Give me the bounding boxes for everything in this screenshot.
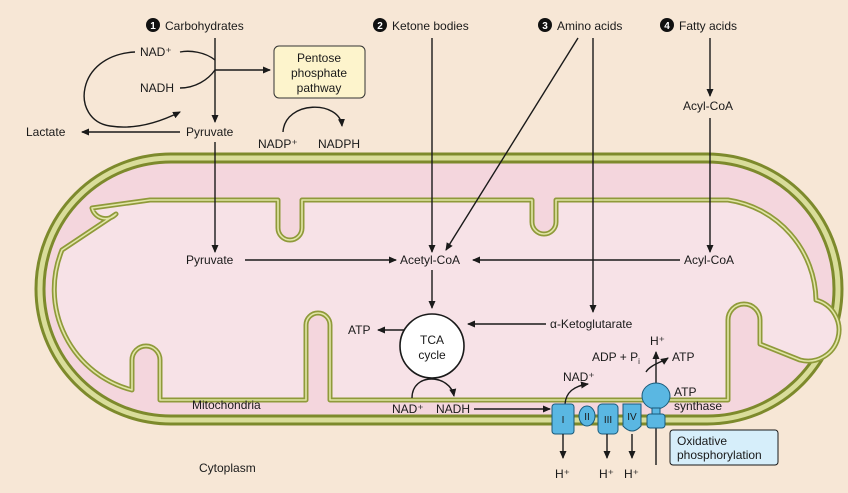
arrow-adp-to-atp (645, 357, 669, 373)
lactate-cycle-arc (83, 51, 181, 128)
arrow-amino-to-acetylcoa (445, 37, 579, 251)
pentose-line-1: Pentose (297, 51, 341, 65)
acetylcoa-label: Acetyl-CoA (400, 253, 460, 267)
cycle-label: cycle (418, 348, 446, 362)
synthase-h-plus-label: H⁺ (650, 334, 665, 348)
oxidative-phosphorylation-box (669, 429, 779, 466)
atp-synthase-line-2: synthase (674, 399, 722, 413)
intermembrane-space (37, 155, 841, 423)
mito-acylcoa-label: Acyl-CoA (684, 253, 734, 267)
tca-circle (399, 313, 465, 379)
nad-plus-label: NAD⁺ (140, 45, 172, 59)
number-2: 2 (377, 21, 383, 32)
complex-i: I (551, 403, 575, 435)
amino-acids-label: Amino acids (557, 19, 622, 33)
atp-synthase-line-1: ATP (674, 385, 696, 399)
carbohydrates-label: Carbohydrates (165, 19, 244, 33)
cytoplasm-acylcoa-label: Acyl-CoA (683, 99, 733, 113)
pentose-phosphate-box (273, 45, 366, 99)
arrow-complex-i-to-nad (564, 381, 589, 405)
tca-atp-label: ATP (348, 323, 370, 337)
source-ketone-bodies: 2 Ketone bodies (373, 18, 469, 33)
pentose-line-2: phosphate (291, 66, 347, 80)
number-4: 4 (664, 21, 670, 32)
number-badge-4 (660, 18, 674, 32)
mitochondrion (34, 152, 844, 426)
nad-branch-line (179, 50, 216, 61)
number-1: 1 (150, 21, 156, 32)
nadh-branch-line (179, 69, 216, 89)
cytoplasm-label: Cytoplasm (199, 461, 256, 475)
nadph-label: NADPH (318, 137, 360, 151)
complex-iii-label: III (604, 415, 612, 426)
number-3: 3 (542, 21, 548, 32)
pi-subscript: i (638, 357, 640, 366)
nadp-arc (282, 106, 345, 133)
nadp-plus-label: NADP⁺ (258, 137, 298, 151)
mito-nad-plus-label: NAD⁺ (392, 402, 424, 416)
source-fatty-acids: 4 Fatty acids (660, 18, 737, 33)
h-plus-label-3: H⁺ (624, 467, 639, 481)
alpha-ketoglutarate-label: α-Ketoglutarate (550, 317, 633, 331)
lactate-label: Lactate (26, 125, 66, 139)
complex-iv: IV (622, 403, 642, 432)
etc-nad-plus-label: NAD⁺ (563, 370, 595, 384)
oxidative-line-2: phosphorylation (677, 448, 762, 462)
number-badge-3 (538, 18, 552, 32)
ketone-bodies-label: Ketone bodies (392, 19, 469, 33)
complex-i-label: I (562, 415, 565, 426)
synthase-atp-label: ATP (672, 350, 694, 364)
complex-iii: III (597, 403, 619, 435)
mitochondria-label: Mitochondria (192, 398, 261, 412)
complex-ii-label: II (584, 412, 590, 423)
nad-to-nadh-arc (411, 378, 457, 399)
source-carbohydrates: 1 Carbohydrates (146, 18, 244, 33)
fatty-acids-label: Fatty acids (679, 19, 737, 33)
oxidative-line-1: Oxidative (677, 434, 727, 448)
glycolysis-section: NAD⁺ NADH Lactate Pyruvate Pentose phosp… (26, 38, 366, 253)
h-plus-label-1: H⁺ (555, 467, 570, 481)
synthase-base (646, 413, 666, 429)
tca-label: TCA (420, 333, 444, 347)
number-badge-1 (146, 18, 160, 32)
complex-ii: II (578, 405, 596, 427)
number-badge-2 (373, 18, 387, 32)
cytoplasm-pyruvate-label: Pyruvate (186, 125, 234, 139)
pentose-line-3: pathway (297, 81, 342, 95)
tca-cycle: TCA cycle α-Ketoglutarate ATP NAD⁺ NADH (348, 313, 633, 416)
synthase-head (641, 382, 671, 410)
h-plus-label-2: H⁺ (599, 467, 614, 481)
mito-pyruvate-label: Pyruvate (186, 253, 234, 267)
complex-iv-label: IV (627, 412, 637, 423)
source-amino-acids: 3 Amino acids (538, 18, 622, 33)
adp-pi-label: ADP + Pi (592, 350, 640, 366)
mito-nadh-label: NADH (436, 402, 470, 416)
nadh-label: NADH (140, 81, 174, 95)
electron-transport-chain: NAD⁺ I II III IV H⁺ H⁺ H⁺ (551, 370, 642, 481)
atp-synthase: H⁺ ADP + Pi ATP ATP synthase (592, 334, 722, 465)
